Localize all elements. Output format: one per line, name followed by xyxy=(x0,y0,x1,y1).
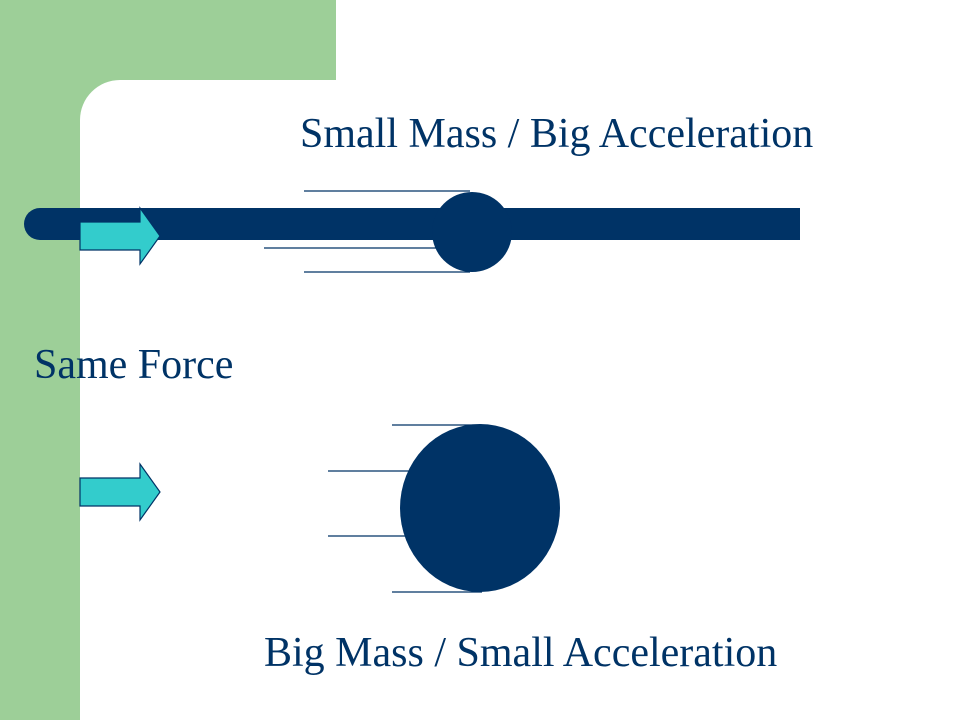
big-mass-ball xyxy=(400,424,560,592)
same-force-caption: Same Force xyxy=(34,342,234,388)
bottom-caption: Big Mass / Small Acceleration xyxy=(264,630,778,676)
bottom-force-arrow-icon xyxy=(79,462,161,522)
top-motion-lines xyxy=(264,190,470,273)
small-mass-ball xyxy=(432,192,512,272)
top-track-bar xyxy=(24,208,800,240)
content-panel xyxy=(80,80,960,720)
top-force-arrow-icon xyxy=(79,206,161,266)
top-caption: Small Mass / Big Acceleration xyxy=(300,111,814,157)
